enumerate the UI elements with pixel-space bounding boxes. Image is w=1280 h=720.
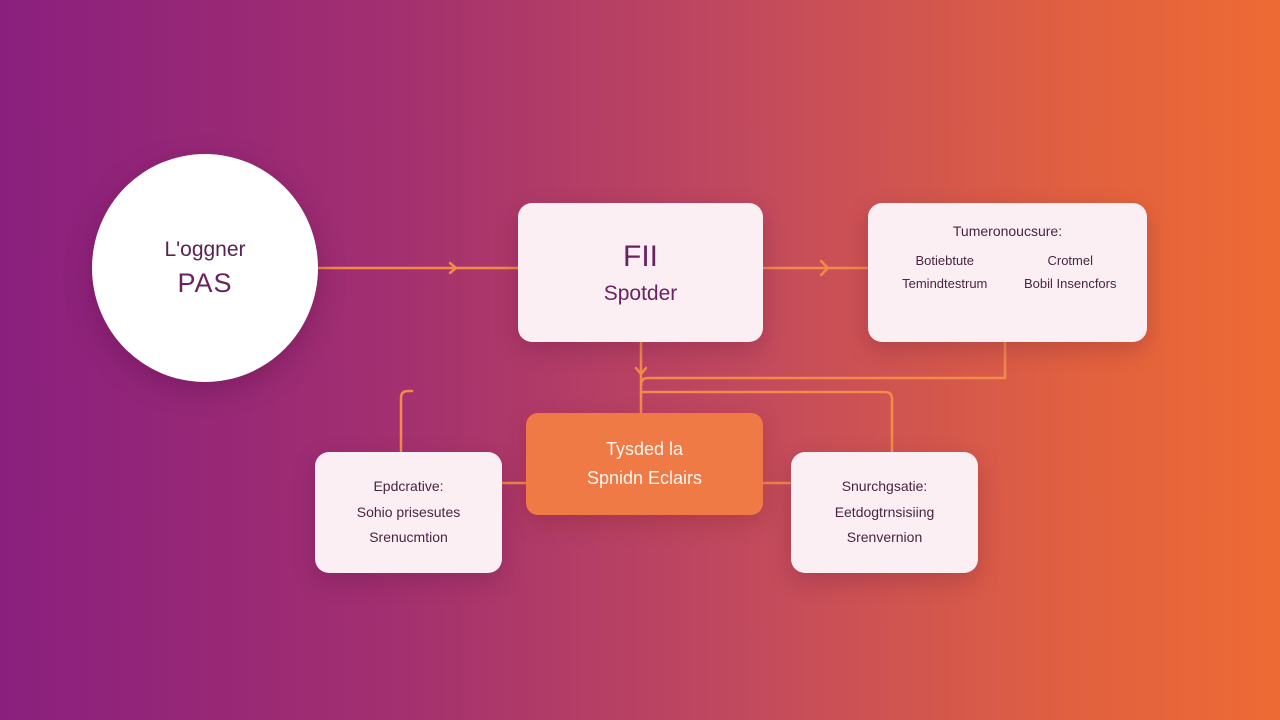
bottom-right-card-line2: Eetdogtrnsisiing (834, 503, 935, 520)
bottom-right-card-heading: Snurchgsatie: (841, 478, 928, 495)
right-card-heading: Tumeronoucsure: (952, 223, 1063, 239)
right-card-grid: Botiebtute Crotmel Temindtestrum Bobil I… (888, 253, 1127, 291)
circle-node-title: PAS (177, 267, 233, 298)
right-card-cell: Temindtestrum (902, 276, 988, 291)
center-card: FII Spotder (518, 203, 763, 342)
bottom-right-card-line3: Srenvernion (846, 529, 923, 546)
bottom-right-card: Snurchgsatie: Eetdogtrnsisiing Srenverni… (791, 452, 978, 573)
arrow-head-circle-to-center (448, 261, 458, 275)
right-card: Tumeronoucsure: Botiebtute Crotmel Temin… (868, 203, 1147, 342)
logger-circle-node: L'oggner PAS (92, 154, 318, 382)
arrow-head-center-down (634, 366, 648, 376)
connector-right-down (639, 340, 1007, 387)
orange-card-line1: Tysded la (605, 439, 684, 459)
bottom-left-card: Epdcrative: Sohio prisesutes Srenucmtion (315, 452, 502, 573)
orange-card-line2: Spnidn Eclairs (586, 468, 703, 488)
bottom-left-card-heading: Epdcrative: (373, 478, 444, 495)
center-card-title: FII (623, 239, 658, 273)
right-card-cell: Bobil Insencfors (1024, 276, 1117, 291)
right-card-cell: Botiebtute (915, 253, 975, 268)
connector-left-vertical (399, 389, 414, 454)
center-card-subtitle: Spotder (603, 281, 678, 305)
bottom-left-card-line2: Sohio prisesutes (356, 503, 461, 520)
circle-node-label: L'oggner (164, 237, 246, 261)
arrow-head-center-to-right (819, 259, 830, 277)
orange-card: Tysded la Spnidn Eclairs (526, 413, 763, 515)
bottom-left-card-line3: Srenucmtion (369, 529, 448, 546)
right-card-cell: Crotmel (1047, 253, 1093, 268)
